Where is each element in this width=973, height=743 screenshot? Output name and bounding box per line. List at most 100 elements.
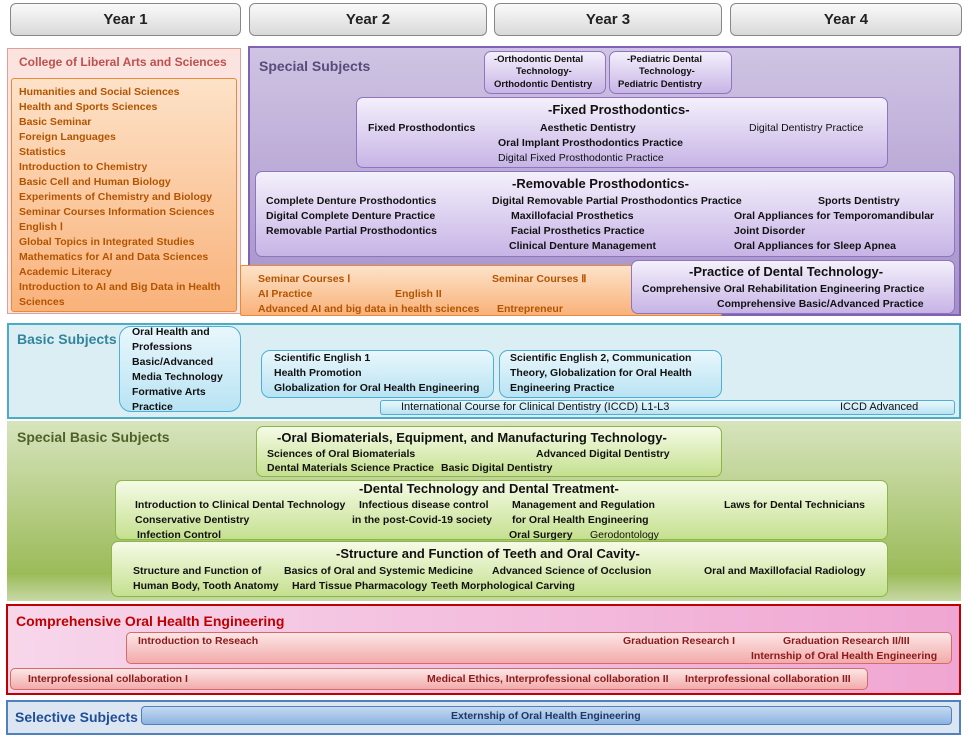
list-item: Foreign Languages [19, 131, 116, 143]
list-item: Mathematics for AI and Data Sciences [19, 251, 209, 263]
list-item: Media Technology [132, 371, 223, 383]
list-item: Experiments of Chemistry and Biology [19, 191, 213, 203]
orthodontic-box [484, 51, 606, 94]
list-item: Health and Sports Sciences [19, 101, 158, 113]
structure-function-box [111, 541, 888, 597]
graduation-research-1: Graduation Research I [623, 635, 736, 647]
list-item: Complete Denture Prosthodontics [266, 195, 437, 207]
list-item: Maxillofacial Prosthetics [511, 210, 634, 222]
fixed-title: -Fixed Prosthodontics- [548, 102, 690, 117]
list-item: Introduction to AI and Big Data in Healt… [19, 281, 221, 293]
biomaterials-item: Advanced Digital Dentistry [536, 448, 670, 460]
basic-subjects-title: Basic Subjects [17, 331, 117, 347]
pedia-line-2: Technology- [639, 66, 695, 77]
seminar-1: Seminar Courses Ⅰ [258, 273, 351, 285]
biomaterials-box [256, 426, 722, 477]
interprofessional-bar [10, 668, 868, 690]
practice-item: Comprehensive Basic/Advanced Practice [717, 298, 924, 310]
list-item: Globalization for Oral Health Engineerin… [274, 382, 480, 394]
liberal-arts-title: College of Liberal Arts and Sciences [19, 55, 227, 69]
interprofessional-3: Interprofessional collaboration III [685, 673, 851, 685]
externship-label: Externship of Oral Health Engineering [451, 710, 641, 722]
list-item: Basic Cell and Human Biology [19, 176, 171, 188]
fixed-item: Oral Implant Prosthodontics Practice [498, 137, 683, 149]
fixed-item: Aesthetic Dentistry [540, 122, 636, 134]
list-item: Clinical Denture Management [509, 240, 657, 252]
biomaterials-item: Basic Digital Dentistry [441, 462, 553, 474]
list-item: Oral Health and [132, 326, 210, 338]
scientific-english-2-box [499, 350, 722, 398]
english-2: English II [395, 288, 442, 300]
treatment-item: in the post-Covid-19 society [352, 514, 493, 526]
internship: Internship of Oral Health Engineering [751, 650, 938, 662]
graduation-research-2: Graduation Research II/III [783, 635, 910, 647]
list-item: Sciences [19, 296, 65, 308]
treatment-item: Infectious disease control [359, 499, 489, 511]
comprehensive-title: Comprehensive Oral Health Engineering [16, 613, 285, 629]
treatment-item: Introduction to Clinical Dental Technolo… [135, 499, 346, 511]
practice-item: Comprehensive Oral Rehabilitation Engine… [642, 283, 925, 295]
fixed-item: Digital Dentistry Practice [749, 122, 864, 134]
research-bar [126, 632, 952, 664]
year-4-header: Year 4 [730, 3, 962, 36]
dental-treatment-box [115, 480, 888, 540]
ortho-line-2: Technology- [516, 66, 572, 77]
liberal-arts-list-box [11, 78, 237, 312]
scientific-english-1-box [261, 350, 494, 398]
list-item: English Ⅰ [19, 221, 63, 233]
practice-title: -Practice of Dental Technology- [689, 264, 884, 279]
treatment-item: Conservative Dentistry [135, 514, 250, 526]
structure-item: Advanced Science of Occlusion [492, 565, 652, 577]
structure-item: Human Body, Tooth Anatomy [133, 580, 279, 592]
fixed-prosthodontics-box [356, 97, 888, 168]
structure-item: Teeth Morphological Carving [431, 580, 575, 592]
treatment-item: for Oral Health Engineering [512, 514, 649, 526]
structure-item: Structure and Function of [133, 565, 262, 577]
list-item: Professions [132, 341, 193, 353]
list-item: Basic Seminar [19, 116, 92, 128]
ortho-line-1: -Orthodontic Dental [494, 54, 584, 65]
list-item: Practice [132, 401, 173, 413]
removable-title: -Removable Prosthodontics- [512, 176, 689, 191]
list-item: Global Topics in Integrated Studies [19, 236, 195, 248]
list-item: Engineering Practice [510, 382, 615, 394]
list-item: Seminar Courses Information Sciences [19, 206, 215, 218]
list-item: Academic Literacy [19, 266, 112, 278]
externship-bar [141, 706, 952, 725]
treatment-item: Laws for Dental Technicians [724, 499, 866, 511]
practice-box [631, 260, 955, 314]
iccd-label: International Course for Clinical Dentis… [401, 401, 670, 413]
structure-item: Oral and Maxillofacial Radiology [704, 565, 866, 577]
selective-title: Selective Subjects [15, 709, 138, 725]
list-item: Health Promotion [274, 367, 362, 379]
list-item: Introduction to Chemistry [19, 161, 148, 173]
iccd-advanced-label: ICCD Advanced [840, 401, 919, 413]
structure-item: Basics of Oral and Systemic Medicine [284, 565, 474, 577]
list-item: Statistics [19, 146, 66, 158]
structure-title: -Structure and Function of Teeth and Ora… [336, 546, 640, 561]
year-3-header: Year 3 [494, 3, 722, 36]
interprofessional-1: Interprofessional collaboration I [28, 673, 188, 685]
treatment-item: Infection Control [137, 529, 221, 541]
media-technology-box [119, 326, 241, 412]
list-item: Oral Appliances for Temporomandibular [734, 210, 935, 222]
pediatric-box [609, 51, 732, 94]
list-item: Removable Partial Prosthodontics [266, 225, 437, 237]
list-item: Digital Removable Partial Prosthodontics… [492, 195, 742, 207]
treatment-item: Oral Surgery [509, 529, 573, 541]
dental-treatment-title: -Dental Technology and Dental Treatment- [359, 481, 619, 496]
ai-practice: AI Practice [258, 288, 313, 300]
entrepreneur: Entrepreneur [497, 303, 563, 315]
list-item: Scientific English 2, Communication [510, 352, 692, 364]
ortho-line-3: Orthodontic Dentistry [494, 79, 593, 90]
list-item: Joint Disorder [734, 225, 806, 237]
fixed-item: Fixed Prosthodontics [368, 122, 476, 134]
special-subjects-title: Special Subjects [259, 58, 371, 74]
seminar-2: Seminar Courses Ⅱ [492, 273, 587, 285]
list-item: Theory, Globalization for Oral Health [510, 367, 692, 379]
list-item: Formative Arts [132, 386, 206, 398]
year-1-header: Year 1 [10, 3, 241, 36]
special-basic-title: Special Basic Subjects [17, 429, 170, 445]
treatment-item: Management and Regulation [512, 499, 655, 511]
year-2-header: Year 2 [249, 3, 487, 36]
